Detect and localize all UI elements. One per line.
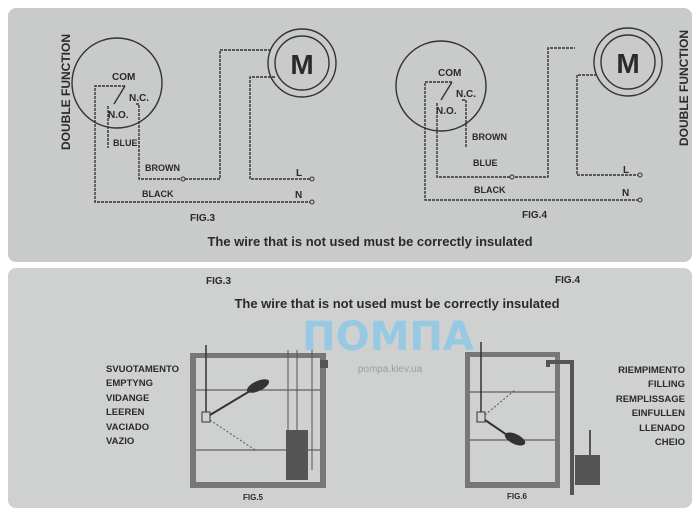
- emptying-labels: SVUOTAMENTO EMPTYNG VIDANGE LEEREN VACIA…: [106, 364, 179, 447]
- blue-wire: [436, 47, 575, 178]
- tank-fig5: [190, 345, 328, 488]
- watermark-logo: ПОМПА: [302, 314, 474, 360]
- bottom-panel: [8, 268, 692, 508]
- n-label: N: [622, 188, 629, 199]
- fig3-caption: FIG.3: [206, 276, 231, 287]
- label: VIDANGE: [106, 393, 149, 404]
- l-wire: [249, 76, 312, 180]
- wiring-diagram-fig3: DOUBLE FUNCTION COM N.C. N.O. BLUE BROWN…: [59, 28, 337, 224]
- top-panel: [8, 8, 692, 262]
- junction: [180, 176, 186, 182]
- black-label: BLACK: [474, 185, 506, 195]
- tank-fig6: [465, 342, 600, 495]
- watermark: ПОМПА pompa.kiev.ua: [302, 314, 474, 375]
- l-terminal: [637, 172, 643, 178]
- float-switch-circle: [71, 37, 163, 129]
- black-wire: [424, 81, 640, 201]
- l-terminal: [309, 176, 315, 182]
- black-wire: [94, 85, 312, 203]
- side-label: DOUBLE FUNCTION: [677, 30, 691, 146]
- fig4-caption: FIG.4: [522, 210, 547, 221]
- com-label: COM: [438, 68, 461, 79]
- l-wire: [576, 74, 640, 176]
- side-label: DOUBLE FUNCTION: [59, 34, 73, 150]
- brown-label: BROWN: [472, 132, 507, 142]
- black-label: BLACK: [142, 189, 174, 199]
- label: VACIADO: [106, 422, 149, 433]
- l-label: L: [623, 165, 629, 176]
- brown-wire: [136, 49, 272, 180]
- motor-label: M: [290, 49, 313, 80]
- wiring-diagram-fig4: DOUBLE FUNCTION COM N.C. N.O. BROWN BLUE…: [395, 27, 691, 221]
- n-label: N: [295, 190, 302, 201]
- blue-label: BLUE: [113, 138, 138, 148]
- brown-wire: [462, 99, 467, 148]
- label: SVUOTAMENTO: [106, 364, 179, 375]
- motor-inner: [274, 35, 330, 91]
- label: EMPTYNG: [106, 378, 153, 389]
- nc-label: N.C.: [456, 89, 476, 100]
- label: REMPLISSAGE: [616, 394, 685, 405]
- insulation-note: The wire that is not used must be correc…: [207, 234, 532, 249]
- motor-outer: [593, 27, 663, 97]
- filling-labels: RIEMPIMENTO FILLING REMPLISSAGE EINFULLE…: [616, 365, 685, 448]
- no-label: N.O.: [108, 110, 129, 121]
- fig6-caption: FIG.6: [507, 492, 528, 501]
- watermark-url: pompa.kiev.ua: [358, 364, 423, 375]
- switch-contact: [113, 85, 126, 105]
- label: VAZIO: [106, 436, 134, 447]
- l-label: L: [296, 168, 302, 179]
- com-label: COM: [112, 72, 135, 83]
- fig5-caption: FIG.5: [243, 493, 264, 502]
- brown-label: BROWN: [145, 163, 180, 173]
- motor-inner: [600, 34, 656, 90]
- nc-label: N.C.: [129, 93, 149, 104]
- no-label: N.O.: [436, 106, 457, 117]
- motor-label: M: [616, 48, 639, 79]
- fig4-caption: FIG.4: [555, 275, 580, 286]
- junction: [509, 174, 515, 180]
- label: CHEIO: [655, 437, 685, 448]
- n-terminal: [637, 197, 643, 203]
- blue-label: BLUE: [473, 158, 498, 168]
- switch-contact: [440, 81, 453, 101]
- n-terminal: [309, 199, 315, 205]
- label: FILLING: [648, 379, 685, 390]
- fig3-caption: FIG.3: [190, 213, 215, 224]
- label: LEEREN: [106, 407, 145, 418]
- motor-outer: [267, 28, 337, 98]
- insulation-note: The wire that is not used must be correc…: [234, 296, 559, 311]
- label: RIEMPIMENTO: [618, 365, 685, 376]
- float-switch-circle: [395, 40, 487, 132]
- label: EINFULLEN: [632, 408, 685, 419]
- label: LLENADO: [639, 423, 685, 434]
